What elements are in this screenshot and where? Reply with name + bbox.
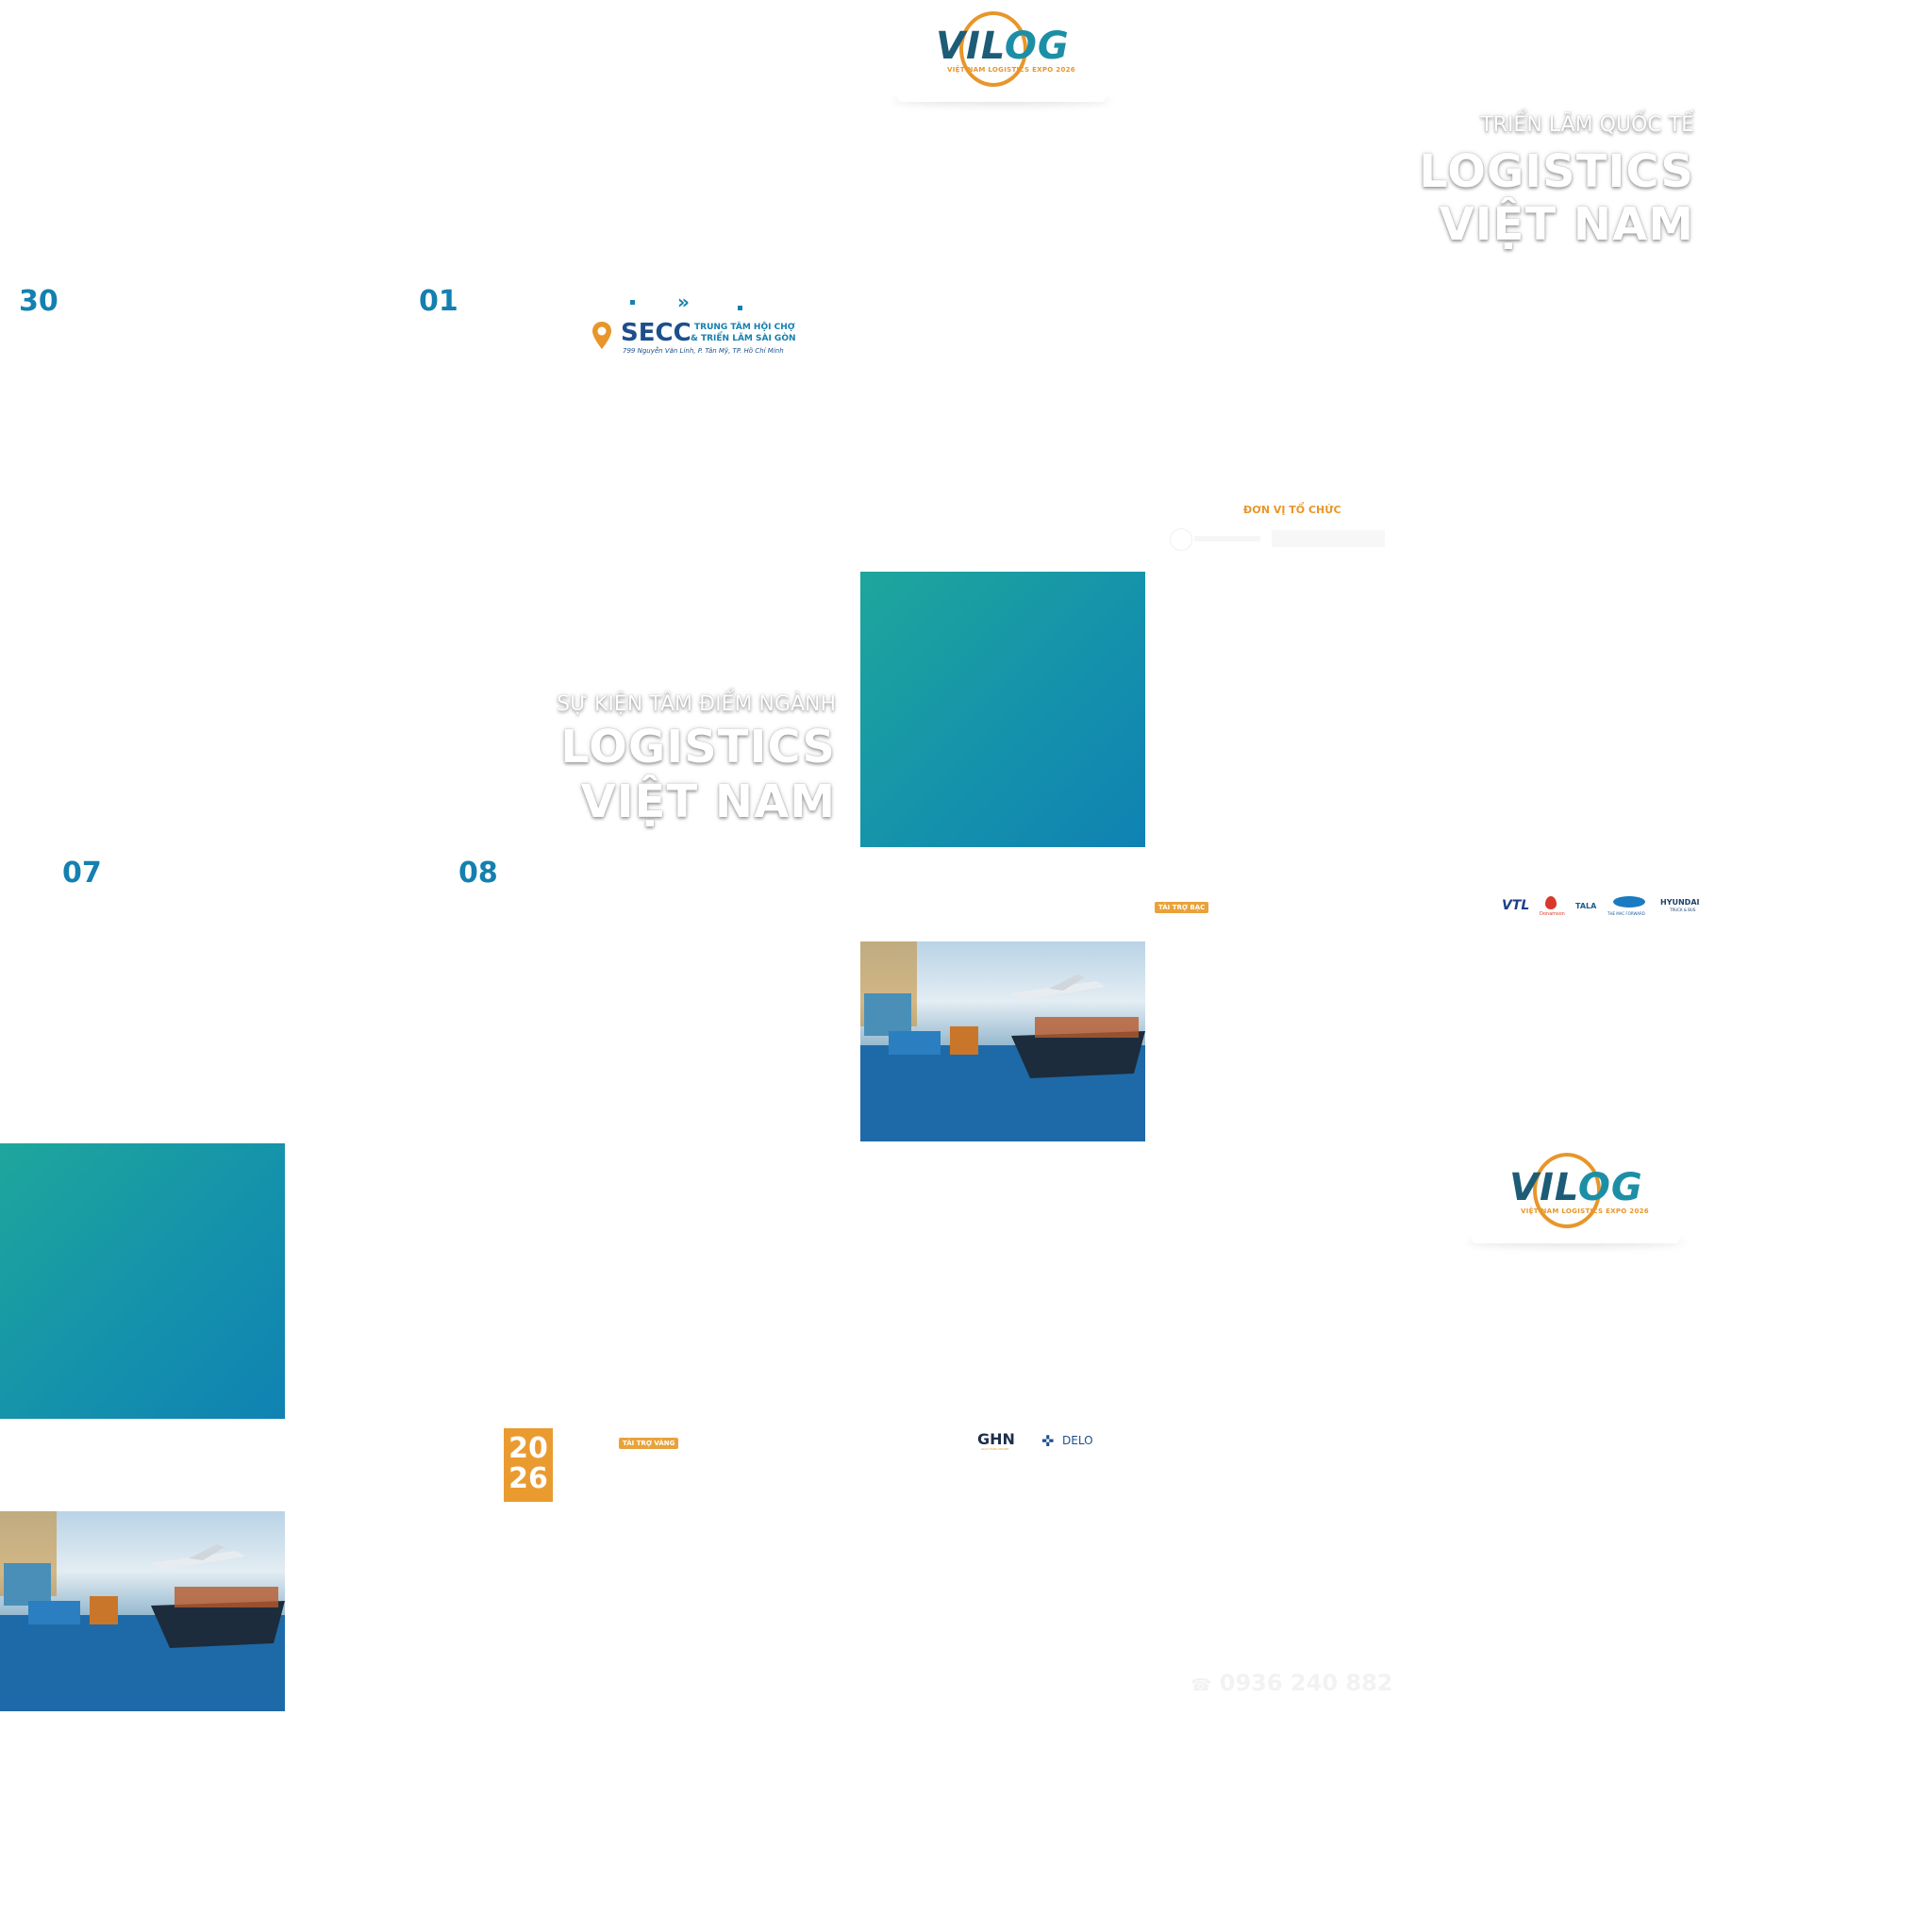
sponsor-macforward-shape bbox=[1613, 896, 1645, 908]
organizer-logo-1 bbox=[1170, 528, 1192, 551]
venue-desc-1: TRUNG TÂM HỘI CHỢ bbox=[694, 323, 795, 332]
gold-sponsor-tag: TÀI TRỢ VÀNG bbox=[619, 1438, 679, 1449]
sponsor-vtl: VTL bbox=[1502, 898, 1530, 913]
organizer-logo-2 bbox=[1194, 536, 1260, 541]
location-pin-icon bbox=[592, 322, 611, 349]
flame-icon bbox=[1545, 896, 1557, 909]
headline-top-line1: TRIỂN LÃM QUỐC TẾ bbox=[1480, 113, 1694, 137]
logistics-scene-illustration-bottom bbox=[0, 1511, 285, 1711]
gradient-card-top bbox=[860, 572, 1145, 847]
vilog-logo: VILOG bbox=[936, 25, 1070, 68]
logo-name-a-bottom: VIL bbox=[1509, 1166, 1578, 1209]
headline-mid-line1: SỰ KIỆN TÂM ĐIỂM NGÀNH bbox=[557, 692, 836, 716]
sponsor-macforward: THE MAC FORWARD bbox=[1607, 911, 1645, 916]
logo-name-b-bottom: OG bbox=[1577, 1166, 1643, 1209]
silver-sponsor-tag: TÀI TRỢ BẠC bbox=[1155, 902, 1209, 913]
logo-ring-icon bbox=[959, 11, 1027, 87]
venue-name: SECC bbox=[621, 319, 691, 347]
logo-subtitle: VIỆT NAM LOGISTICS EXPO 2026 bbox=[947, 66, 1075, 74]
headline-top-line3: VIỆT NAM bbox=[1439, 198, 1694, 251]
venue-desc-2: & TRIỂN LÃM SÀI GÒN bbox=[691, 334, 796, 343]
logo-subtitle-bottom: VIỆT NAM LOGISTICS EXPO 2026 bbox=[1521, 1208, 1649, 1215]
headline-mid-line3: VIỆT NAM bbox=[580, 775, 836, 828]
headline-top-line2: LOGISTICS bbox=[1419, 145, 1694, 198]
sponsor-ghn: GHN bbox=[977, 1430, 1015, 1448]
year-top: 20 bbox=[508, 1432, 548, 1465]
venue-block: SECC TRUNG TÂM HỘI CHỢ & TRIỂN LÃM SÀI G… bbox=[591, 319, 796, 357]
sponsor-hyundai-sub: TRUCK & BUS bbox=[1670, 908, 1696, 912]
headline-mid-line2: LOGISTICS bbox=[560, 721, 836, 774]
sponsor-tala: TALA bbox=[1575, 902, 1597, 910]
logistics-photo-top bbox=[860, 941, 1145, 1141]
venue-address: 799 Nguyễn Văn Linh, P. Tân Mỹ, TP. Hồ C… bbox=[623, 347, 784, 355]
gold-sponsor-logos: GHN GIAO HÀNG NHANH ✜ DELO bbox=[977, 1428, 1109, 1453]
logistics-scene-illustration bbox=[860, 941, 1145, 1141]
year-block: 20 26 bbox=[504, 1428, 553, 1502]
sponsor-ghn-sub: GIAO HÀNG NHANH bbox=[981, 1447, 1009, 1451]
date-number-07: 07 bbox=[62, 857, 102, 890]
organizer-logo-3 bbox=[1272, 530, 1385, 547]
logistics-photo-bottom bbox=[0, 1511, 285, 1711]
phone-number: 0936 240 882 bbox=[1219, 1670, 1393, 1696]
gradient-card-bottom bbox=[0, 1143, 285, 1419]
sponsor-donamson: Donamson bbox=[1540, 911, 1565, 917]
logo-name-b: OG bbox=[1004, 25, 1070, 68]
year-bottom: 26 bbox=[508, 1462, 548, 1495]
venue-dot-right bbox=[738, 306, 742, 310]
headline-mid: SỰ KIỆN TÂM ĐIỂM NGÀNH LOGISTICS VIỆT NA… bbox=[528, 692, 836, 828]
phone-contact[interactable]: ☎ 0936 240 882 bbox=[1191, 1670, 1392, 1696]
headline-top: TRIỂN LÃM QUỐC TẾ LOGISTICS VIỆT NAM bbox=[1368, 113, 1694, 251]
chevrons-icon: » bbox=[677, 291, 690, 313]
phone-icon: ☎ bbox=[1191, 1675, 1212, 1695]
venue-dots bbox=[630, 300, 635, 305]
date-number-08: 08 bbox=[458, 857, 498, 890]
vilog-logo-bottom: VILOG bbox=[1509, 1166, 1643, 1209]
logo-ring-icon-bottom bbox=[1533, 1153, 1601, 1228]
sponsor-delo: DELO bbox=[1062, 1434, 1093, 1447]
date-number-01: 01 bbox=[419, 285, 458, 318]
date-number-30: 30 bbox=[19, 285, 58, 318]
silver-sponsor-logos: VTL Donamson TALA THE MAC FORWARD HYUNDA… bbox=[1502, 896, 1713, 919]
organizer-label: ĐƠN VỊ TỔ CHỨC bbox=[1243, 504, 1341, 516]
organizer-logos bbox=[1170, 526, 1406, 551]
delo-cross-icon: ✜ bbox=[1041, 1432, 1055, 1450]
sponsor-hyundai: HYUNDAI bbox=[1660, 898, 1700, 907]
logo-name-a: VIL bbox=[936, 25, 1005, 68]
